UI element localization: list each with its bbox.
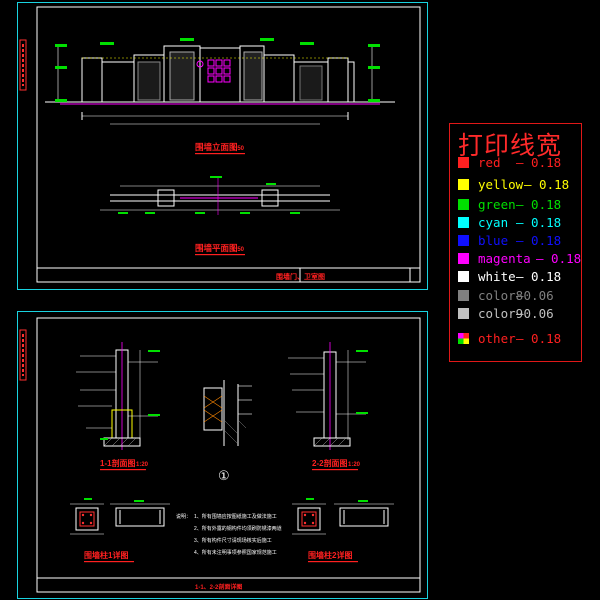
legend-value-other: — 0.18 [516,331,562,346]
note-3: 3、所有构件尺寸请现场核实后施工 [194,537,272,544]
note-1: 1、所有围墙应按图纸施工及做法施工 [194,513,277,520]
legend-value-blue: — 0.18 [516,233,562,248]
plan-scale: 1:50 [232,247,245,253]
note-4: 4、所有未注明事项参照国家规范施工 [194,549,277,556]
color-swatch-blue [458,235,469,246]
pier-2-detail-drawing [292,498,394,535]
legend-label-color8: color8 [478,288,524,303]
note-2: 2、所有外露的钢构件均须刷防锈漆两道 [194,525,282,532]
section-2-2-drawing [288,342,368,450]
top-sheet-title: 围墙门、卫室图 [276,272,325,281]
section-1-title: 1-1剖面图 [100,458,136,468]
color-swatch-yellow [458,179,469,190]
top-drawing-sheet [17,2,428,290]
legend-label-red: red [478,155,501,170]
color-swatch-color9 [458,308,469,319]
section-1-1-drawing [76,342,160,450]
legend-value-yellow: — 0.18 [524,177,570,192]
color-swatch-magenta [458,253,469,264]
legend-value-color9: —0.06 [516,306,554,321]
elevation-title: 围墙立面图 [195,142,238,152]
color-swatch-other [458,333,469,344]
pier-2-title: 围墙柱2详图 [308,550,352,560]
wall-plan-drawing [100,176,340,215]
legend-label-green: green [478,197,516,212]
legend-value-cyan: — 0.18 [516,215,562,230]
legend-label-magenta: magenta [478,251,531,266]
legend-value-green: — 0.18 [516,197,562,212]
top-sheet-frame [19,6,421,283]
color-swatch-red [458,157,469,168]
bottom-sheet-frame [19,317,421,593]
color-swatch-green [458,199,469,210]
pier-1-detail-drawing [70,498,170,535]
bottom-drawing-sheet [17,311,428,599]
detail-marker: ① [218,469,230,484]
title-underlines [84,153,358,563]
legend-value-red: — 0.18 [516,155,562,170]
legend-label-other: other [478,331,516,346]
color-swatch-cyan [458,217,469,228]
color-swatch-color8 [458,290,469,301]
plan-title: 围墙平面图 [195,243,238,253]
section-2-scale: 1:20 [348,462,361,468]
legend-value-white: — 0.18 [516,269,562,284]
legend-value-magenta: — 0.18 [536,251,582,266]
section-1-scale: 1:20 [136,462,149,468]
legend-label-yellow: yellow [478,177,524,192]
legend-value-color8: —0.06 [516,288,554,303]
elevation-scale: 1:50 [232,146,245,152]
pier-1-title: 围墙柱1详图 [84,550,128,560]
center-detail-drawing [203,380,252,446]
legend-title: 打印线宽 [458,131,563,160]
notes-title: 说明： [176,513,191,520]
legend-label-blue: blue [478,233,509,248]
legend-label-color9: color9 [478,306,524,321]
section-2-title: 2-2剖面图 [312,458,348,468]
bottom-sheet-title: 1-1、2-2剖面详图 [195,583,242,591]
legend-label-cyan: cyan [478,215,509,230]
wall-elevation-drawing [45,38,395,125]
color-swatch-white [458,271,469,282]
legend-label-white: white [478,269,516,284]
